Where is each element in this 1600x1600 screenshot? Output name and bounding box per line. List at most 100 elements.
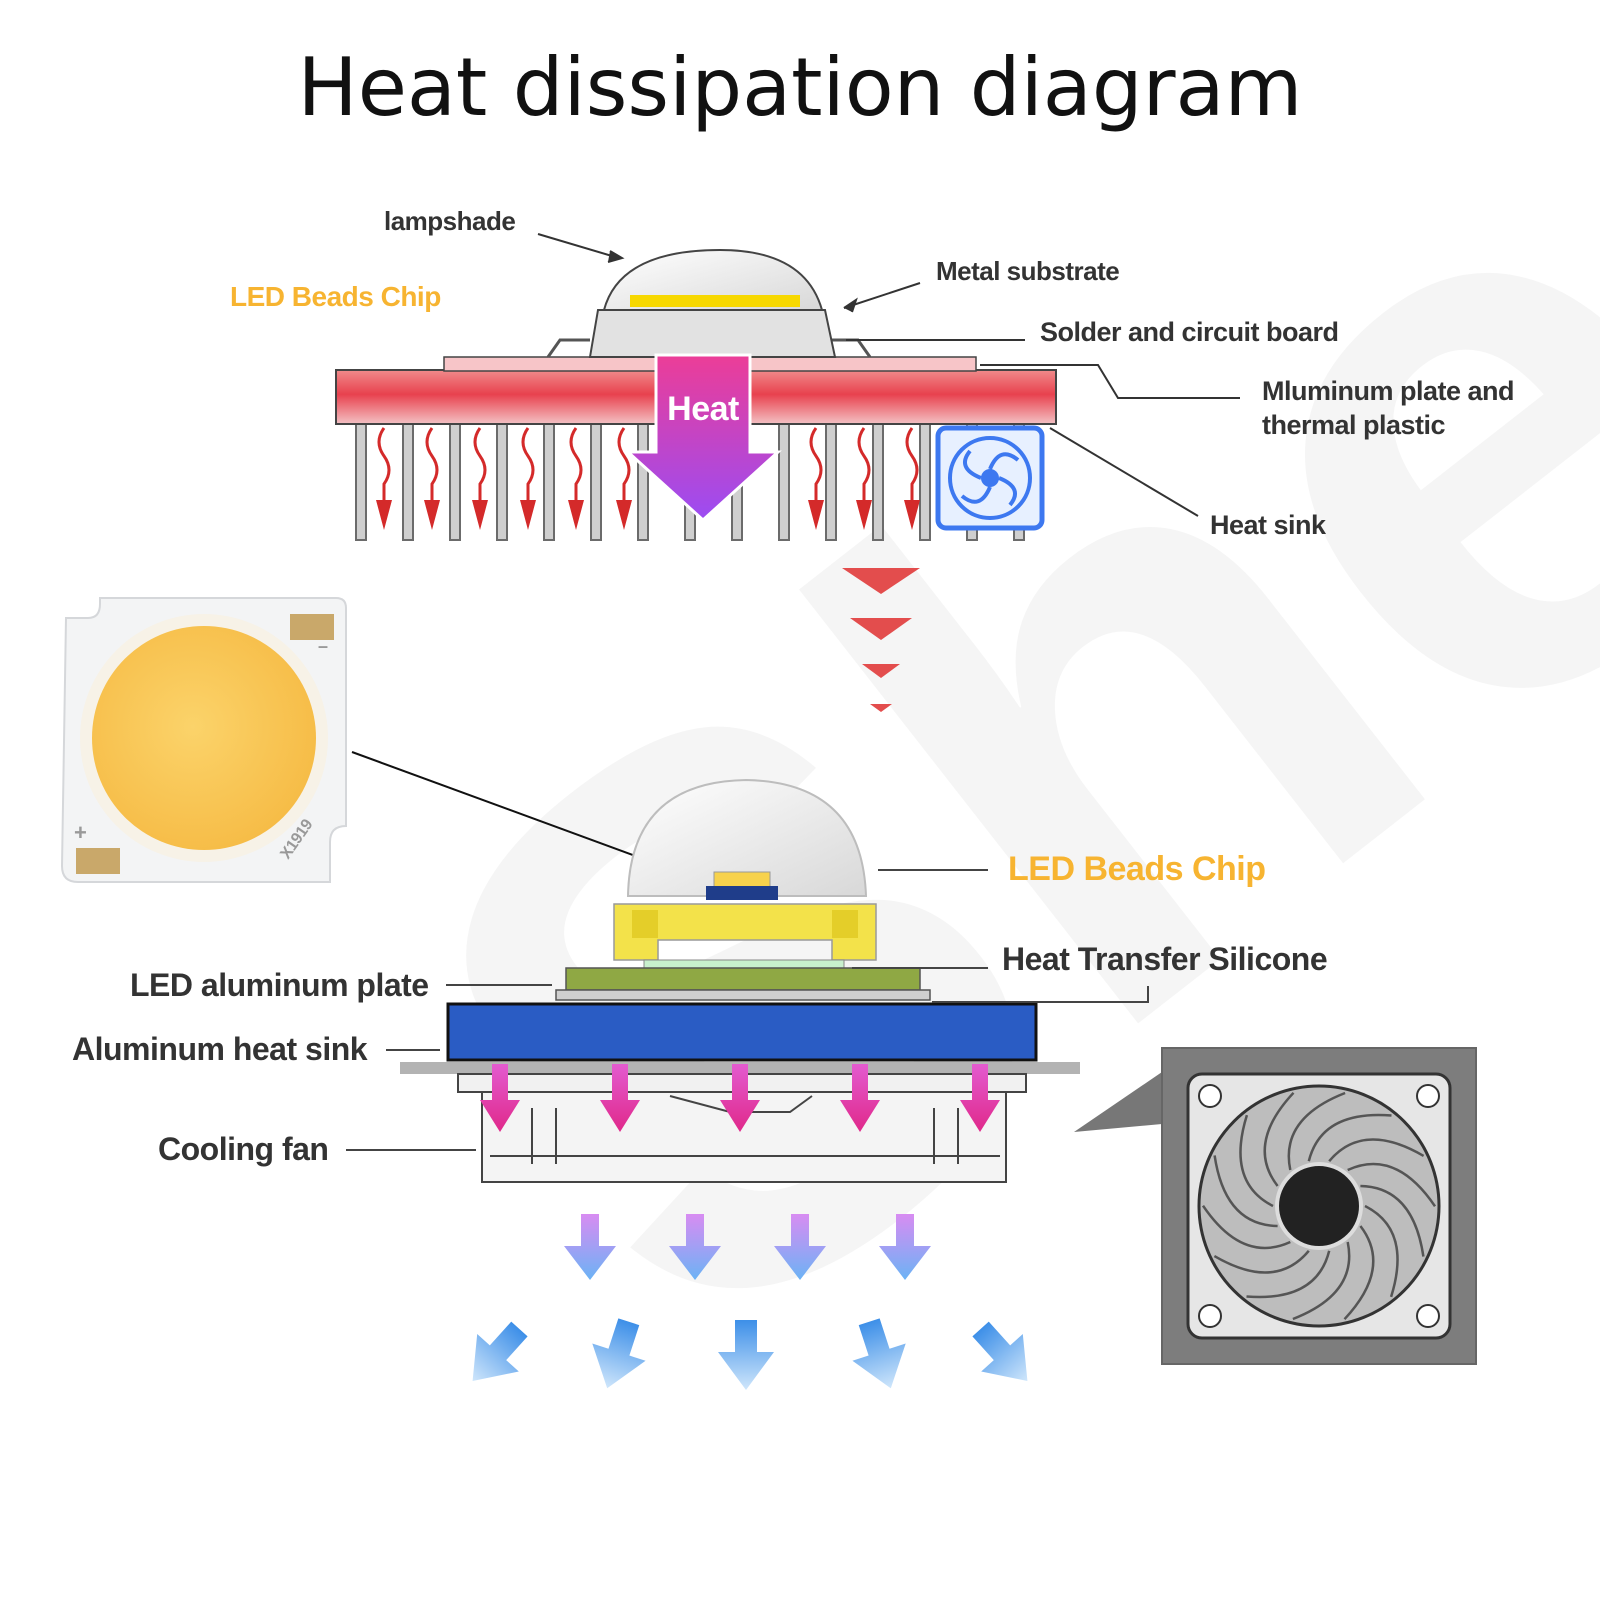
- heat-arrow-label: Heat: [667, 390, 739, 428]
- solder-lead-right: [830, 338, 872, 358]
- heat-sink-fin: [872, 423, 884, 541]
- heat-wave-head: [472, 500, 488, 530]
- heat-wave-arrows: [376, 427, 920, 530]
- heat-sink-fin: [543, 423, 555, 541]
- led-chip-strip: [630, 295, 800, 307]
- airflow-arrow: [472, 1321, 528, 1382]
- label-heat-transfer-silicone: Heat Transfer Silicone: [1002, 941, 1327, 977]
- cob-plus: +: [74, 820, 86, 845]
- label-led-aluminum-plate: LED aluminum plate: [130, 967, 429, 1003]
- airflow-arrow: [852, 1318, 906, 1389]
- fan-blade: [1246, 1250, 1331, 1299]
- bottom-callout-lines: [346, 869, 1149, 1151]
- bottom-chip-base: [706, 886, 778, 900]
- heat-wave-head: [520, 500, 536, 530]
- fan-blade: [1201, 1204, 1291, 1250]
- fan-blade: [1360, 1184, 1425, 1257]
- label-lampshade: lampshade: [384, 206, 515, 236]
- solder-lead-left: [546, 338, 590, 358]
- heat-sink-fin: [402, 423, 414, 541]
- airflow-arrows-row1: [564, 1214, 931, 1280]
- heat-sink-fin: [637, 423, 649, 541]
- heat-sink-fin: [825, 423, 837, 541]
- heat-arrow: [624, 353, 782, 523]
- heat-wave: [521, 427, 535, 502]
- fan-blades: [1201, 1091, 1437, 1321]
- bottom-yellow-housing: [613, 903, 877, 961]
- fan-blade: [1213, 1250, 1310, 1274]
- heat-sink-fin: [919, 423, 931, 541]
- fan-icon: [935, 425, 1045, 531]
- heat-wave: [473, 427, 487, 502]
- heat-sink-fin: [778, 423, 790, 541]
- heat-wave: [569, 427, 583, 502]
- heat-flow-arrow: [600, 1064, 640, 1132]
- heat-flow-arrow: [480, 1064, 520, 1132]
- fan-blade: [1213, 1155, 1278, 1228]
- heat-sink-fin: [590, 423, 602, 541]
- top-led-assembly: Heat: [335, 248, 1057, 712]
- heat-wave: [377, 427, 391, 502]
- heat-wave-head: [568, 500, 584, 530]
- airflow-arrow: [774, 1214, 826, 1280]
- heat-wave: [809, 427, 823, 502]
- heat-wave-head: [424, 500, 440, 530]
- metal-substrate: [588, 309, 837, 358]
- bottom-dome: [626, 778, 868, 897]
- label-solder-board: Solder and circuit board: [1040, 317, 1339, 347]
- heat-wave: [857, 427, 871, 502]
- fan-blade: [1364, 1204, 1399, 1298]
- heat-wave-head: [856, 500, 872, 530]
- heat-flow-chevrons: [842, 568, 920, 712]
- aluminum-heat-sink-block: [446, 1002, 1038, 1062]
- heat-flow-arrows: [480, 1064, 1000, 1132]
- label-aluminum-plate-2: thermal plastic: [1262, 410, 1446, 440]
- airflow-arrows-row2: [472, 1318, 1028, 1390]
- airflow-arrow: [669, 1214, 721, 1280]
- heat-wave: [905, 427, 919, 502]
- page-title: Heat dissipation diagram: [298, 41, 1303, 134]
- heat-sink-fin: [355, 423, 367, 541]
- fan-blade: [1328, 1138, 1425, 1162]
- heat-wave-head: [904, 500, 920, 530]
- fan-closeup: [1074, 1047, 1477, 1365]
- heat-flow-arrow: [960, 1064, 1000, 1132]
- airflow-arrow: [592, 1318, 646, 1389]
- fan-blade: [1292, 1241, 1351, 1321]
- top-callout-lines: [537, 233, 1240, 517]
- heat-flow-arrow: [720, 1064, 760, 1132]
- heat-sink-fin: [449, 423, 461, 541]
- fan-blade: [1239, 1114, 1274, 1208]
- heat-flow-arrow: [840, 1064, 880, 1132]
- led-aluminum-plate: [565, 967, 921, 991]
- heat-sink-fin: [496, 423, 508, 541]
- heat-wave-head: [808, 500, 824, 530]
- label-led-beads-chip-bottom: LED Beads Chip: [1008, 850, 1265, 888]
- heat-wave-head: [376, 500, 392, 530]
- heat-wave-head: [616, 500, 632, 530]
- bottom-led-assembly: [400, 778, 1080, 1390]
- label-cooling-fan: Cooling fan: [158, 1131, 328, 1167]
- fan-blade: [1347, 1162, 1437, 1208]
- bottom-chip-top: [713, 871, 771, 889]
- fan-blade: [1263, 1091, 1295, 1187]
- cob-minus: –: [318, 636, 328, 656]
- fan-blade: [1343, 1225, 1375, 1321]
- label-metal-substrate: Metal substrate: [936, 256, 1119, 286]
- airflow-arrow: [718, 1320, 774, 1390]
- fan-corner-screws: [1198, 1084, 1440, 1328]
- label-aluminum-heat-sink: Aluminum heat sink: [72, 1031, 368, 1067]
- airflow-arrow: [972, 1321, 1028, 1382]
- fan-blade: [1287, 1091, 1346, 1171]
- cob-led-chip: + – X1919: [60, 597, 347, 883]
- heat-wave: [617, 427, 631, 502]
- label-heat-sink: Heat sink: [1210, 510, 1327, 540]
- airflow-arrow: [564, 1214, 616, 1280]
- airflow-arrow: [879, 1214, 931, 1280]
- label-aluminum-plate-1: Mluminum plate and: [1262, 376, 1514, 406]
- heat-wave: [425, 427, 439, 502]
- fan-blade: [1307, 1113, 1392, 1162]
- heat-transfer-silicone: [643, 959, 845, 969]
- label-led-beads-chip-top: LED Beads Chip: [230, 281, 441, 312]
